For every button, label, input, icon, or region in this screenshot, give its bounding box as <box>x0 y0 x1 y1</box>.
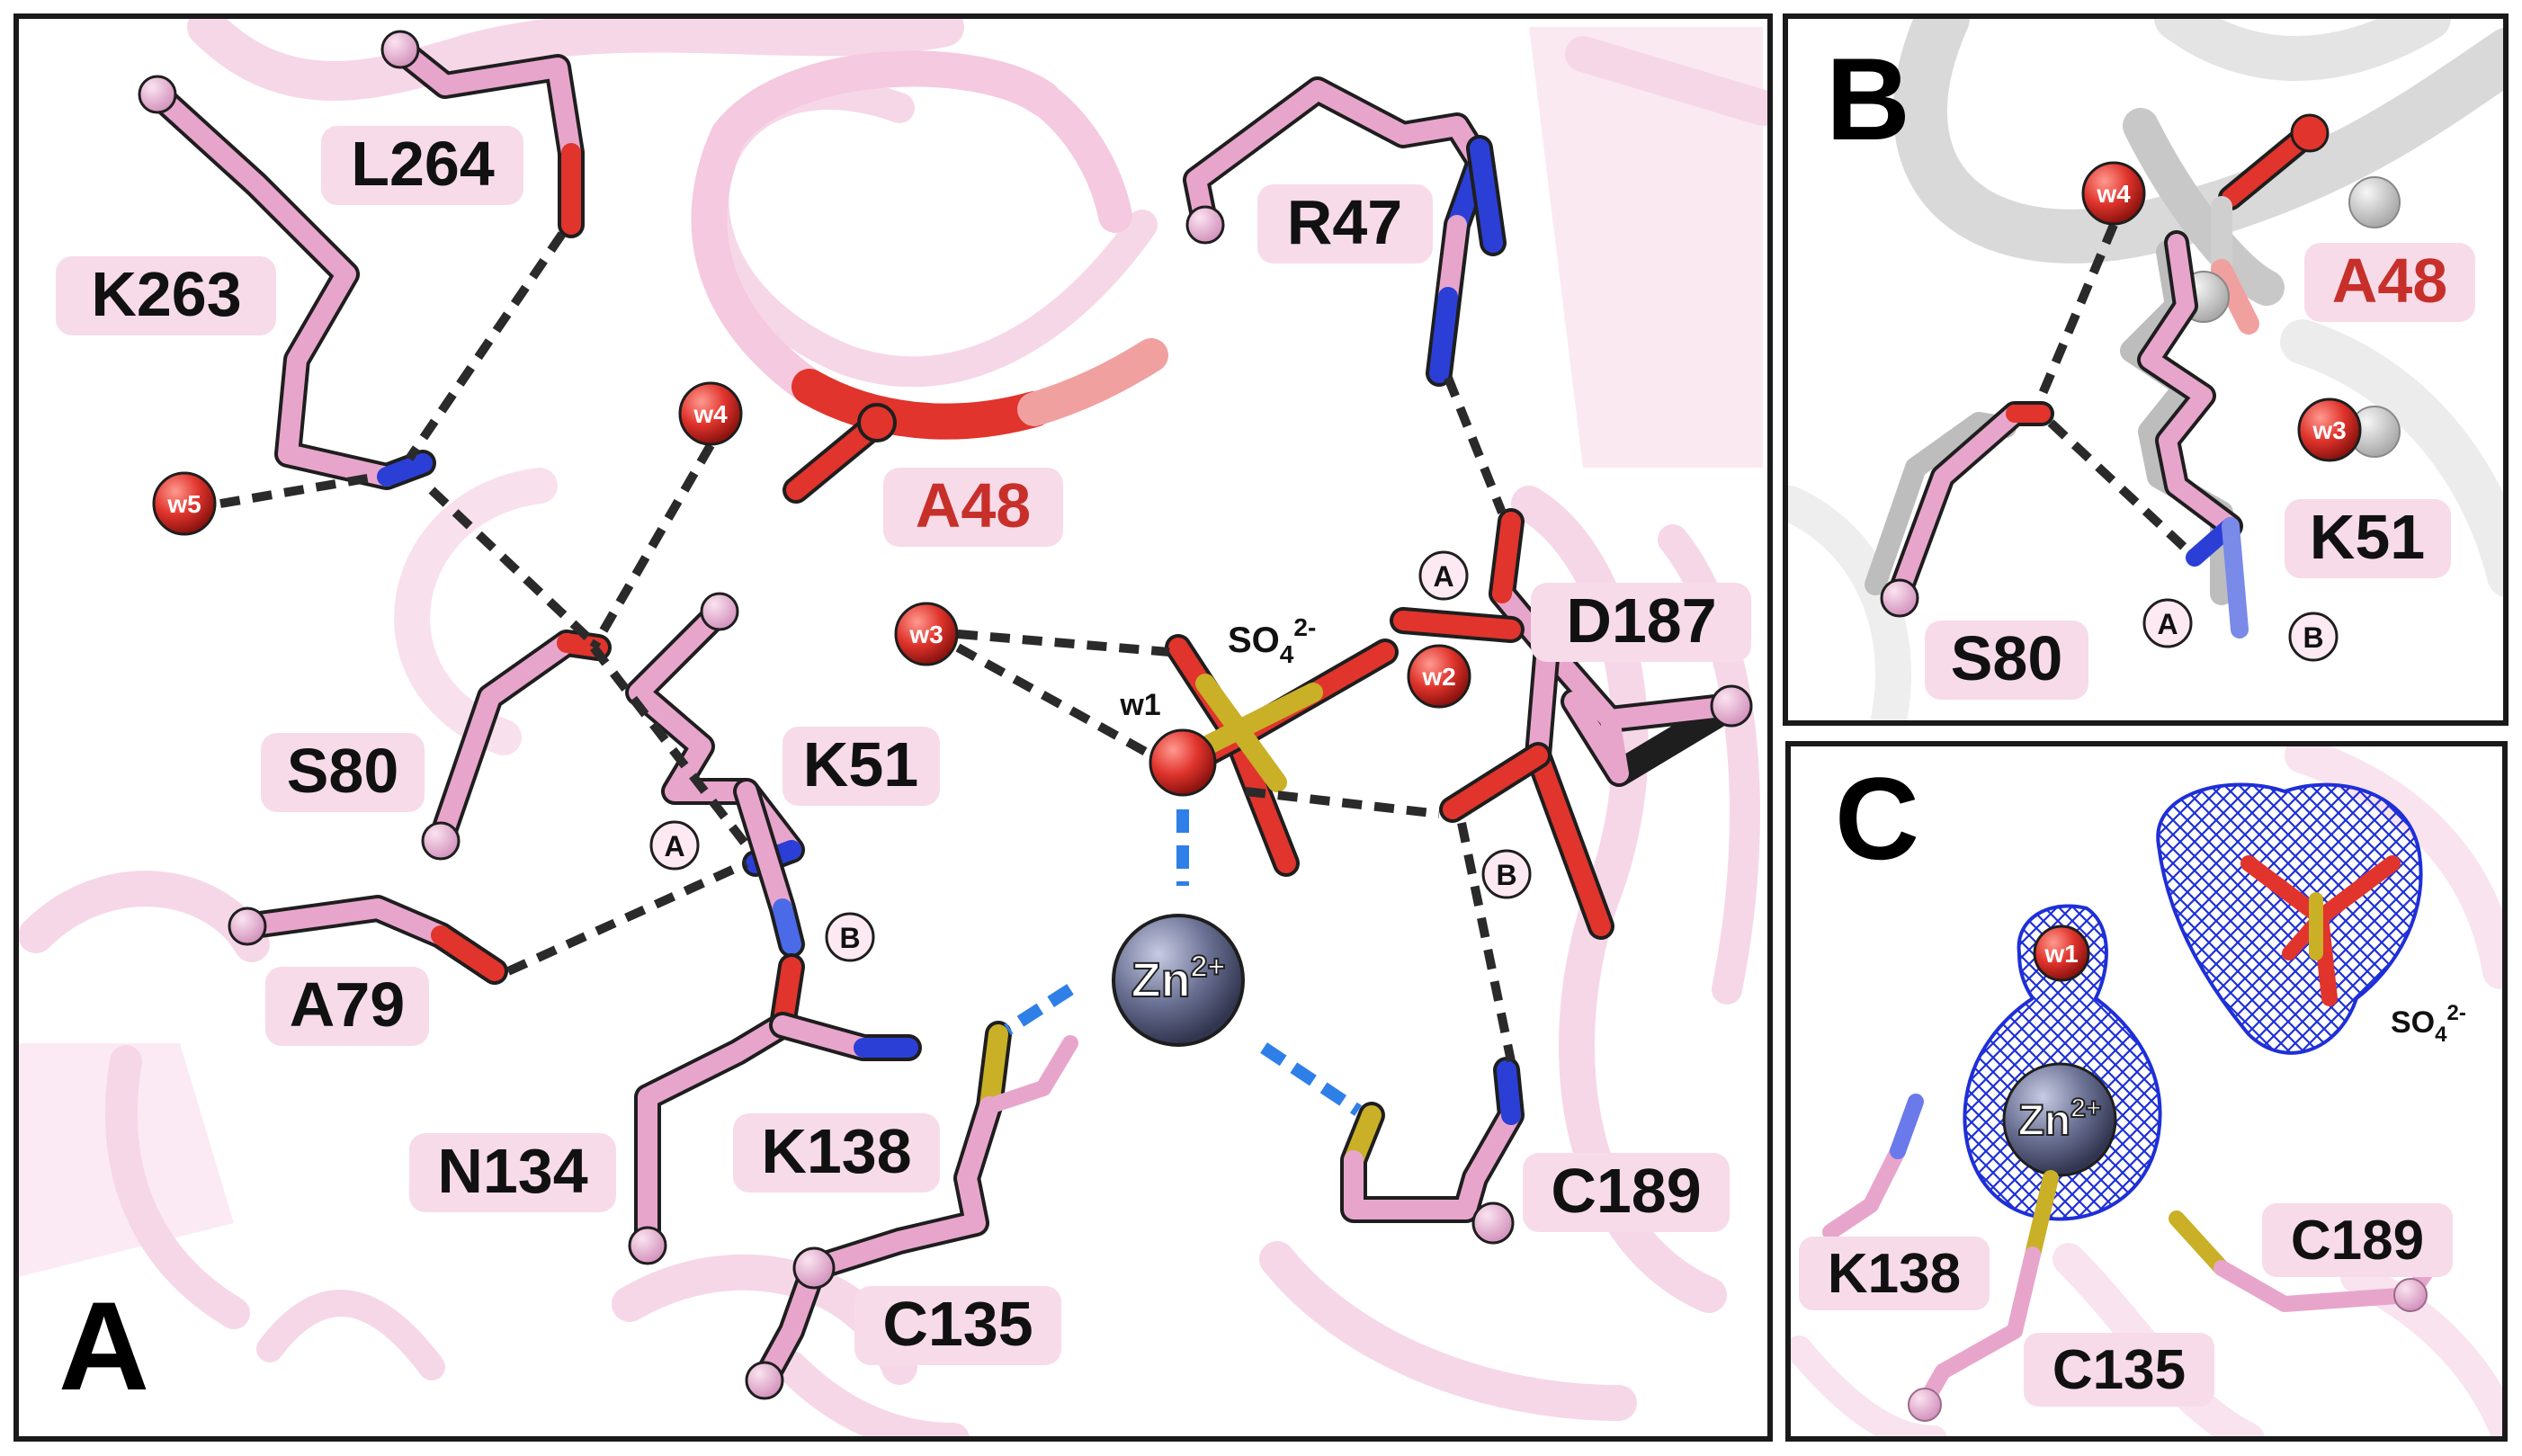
label-n134: N134 <box>437 1136 587 1206</box>
panel-c-c135-stick <box>1917 1170 2059 1411</box>
sulfate-label: SO42- <box>1228 613 1316 668</box>
panel-c-c189-calpha <box>2393 1278 2428 1312</box>
panel-a-hydrogen-bonds <box>219 231 1516 1063</box>
water-w3-sphere <box>894 602 959 666</box>
panel-c-zinc-ion <box>2002 1062 2117 1177</box>
panel-c-label-c189: C189 <box>2291 1210 2424 1272</box>
panel-a-waters: w5 w4 w3 w2 w1 <box>152 381 1471 797</box>
panel-b-conformer-a: A <box>2157 608 2178 640</box>
water-w5-sphere <box>152 471 217 536</box>
panel-b-a48-sticks <box>2211 113 2330 335</box>
panel-b-water-w3 <box>2297 397 2362 462</box>
water-w4-sphere <box>678 381 743 446</box>
panel-c-sulfate-label: SO42- <box>2391 1001 2466 1047</box>
panel-b-label-s80: S80 <box>1951 623 2063 693</box>
panel-c-k138-stick <box>1822 1094 1924 1240</box>
n134-calpha-ball <box>628 1226 667 1265</box>
label-d187: D187 <box>1566 585 1716 656</box>
water-w5-label: w5 <box>166 490 201 518</box>
l264-calpha-ball <box>380 30 420 69</box>
label-c189: C189 <box>1551 1156 1701 1226</box>
d187-conformer-b: B <box>1496 859 1516 891</box>
s80-calpha-ball <box>421 821 461 861</box>
panel-c-c135-calpha <box>1908 1388 1942 1422</box>
k51-conformer-b: B <box>839 922 860 954</box>
a48-stick <box>783 403 897 504</box>
n134-stick <box>634 953 922 1259</box>
zinc-coordination-bonds <box>1004 809 1362 1116</box>
sulfate-ion <box>1156 634 1399 877</box>
a79-calpha-ball <box>228 907 267 946</box>
label-a48: A48 <box>916 470 1031 540</box>
panel-c-zinc-label: Zn2+ <box>2018 1094 2102 1145</box>
label-k51: K51 <box>803 729 918 799</box>
panel-a-frame <box>13 13 1773 1442</box>
water-w1-label: w1 <box>1119 688 1160 722</box>
water-w4-label: w4 <box>693 400 728 428</box>
label-r47: R47 <box>1287 187 1402 257</box>
k51-calpha-ball <box>700 592 739 631</box>
panel-c-frame <box>1785 741 2508 1442</box>
panel-b-frame <box>1783 13 2509 726</box>
r47-stick <box>1183 76 1507 387</box>
label-k138: K138 <box>761 1116 911 1186</box>
panel-b-letter: B <box>1826 33 1910 165</box>
a48-loop <box>691 50 1168 440</box>
panel-b-water-w4 <box>2081 161 2146 226</box>
label-l264: L264 <box>351 129 495 199</box>
panel-c-water-w1-label: w1 <box>2044 940 2078 968</box>
panel-c-label-k138: K138 <box>1828 1243 1961 1305</box>
d187-calpha-ball <box>1710 684 1753 728</box>
a79-stick <box>234 895 508 985</box>
panel-b-water-w4-label: w4 <box>2096 180 2131 208</box>
panel-b-s80-sticks <box>1865 401 2054 611</box>
k51-stick <box>625 598 805 958</box>
panel-c: w1 Zn2+ SO42- K138 C135 C189 C <box>1788 744 2505 1439</box>
panel-b: w4 w3 A B A48 K51 S80 B <box>1785 16 2506 723</box>
panel-b-conformer-b: B <box>2303 621 2323 654</box>
c135-next-ball <box>745 1361 784 1400</box>
panel-c-label-c135: C135 <box>2052 1339 2186 1401</box>
l264-stick <box>387 36 585 238</box>
r47-calpha-ball <box>1185 205 1225 245</box>
k263-calpha-ball <box>138 75 177 114</box>
d187-stick <box>1390 508 1745 940</box>
panel-b-grey-atom-1 <box>2348 176 2401 228</box>
panel-a-conformer-markers: A B A B <box>649 550 1532 962</box>
water-w3-label: w3 <box>908 621 943 648</box>
panel-c-letter: C <box>1835 753 1919 884</box>
k51-conformer-a: A <box>664 830 684 862</box>
panel-b-conformer-markers: A B <box>2142 598 2339 662</box>
c189-calpha-ball <box>1471 1201 1515 1245</box>
water-w2-label: w2 <box>1421 663 1455 691</box>
label-a79: A79 <box>290 969 405 1040</box>
panel-b-s80-calpha <box>1880 578 1919 618</box>
water-w1-sphere <box>1149 728 1217 797</box>
panel-b-k51-sticks <box>2120 230 2249 639</box>
panel-a-letter: A <box>58 1275 149 1416</box>
c189-stick <box>1340 1057 1525 1223</box>
d187-conformer-a: A <box>1433 560 1453 593</box>
panel-b-water-w3-label: w3 <box>2312 416 2346 444</box>
water-w2-sphere <box>1407 644 1471 709</box>
panel-a-residue-labels: L264 K263 R47 A48 D187 S80 K51 A79 N134 … <box>56 126 1751 1365</box>
label-c135: C135 <box>882 1289 1033 1359</box>
zinc-ion <box>1112 914 1245 1047</box>
k263-stick <box>144 81 436 490</box>
panel-b-label-a48: A48 <box>2332 246 2447 316</box>
c135-calpha-ball <box>792 1246 836 1290</box>
sulfate-electron-density-mesh <box>2156 782 2423 1055</box>
label-k263: K263 <box>91 259 241 329</box>
zinc-label: Zn2+ <box>1131 950 1226 1007</box>
panel-a-backbone-cartoon <box>18 16 1770 1439</box>
panel-a: Zn2+ w5 w4 w3 w2 w1 SO42- A B A B <box>16 16 1770 1439</box>
panel-c-water-w1 <box>2033 925 2090 982</box>
panel-b-label-k51: K51 <box>2310 502 2425 572</box>
label-s80: S80 <box>287 736 399 806</box>
